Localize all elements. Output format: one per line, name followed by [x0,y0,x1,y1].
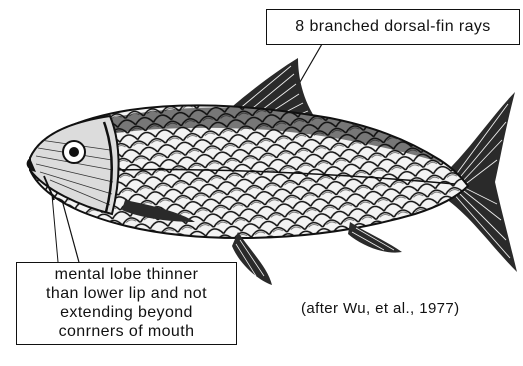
dorsal-fin-callout: 8 branched dorsal-fin rays [266,9,520,45]
mouth-callout-line-1: mental lobe thinner [17,265,236,284]
mouth-callout: mental lobe thinner than lower lip and n… [16,262,237,345]
anal-fin [348,222,402,253]
mouth-callout-line-3: extending beyond [17,303,236,322]
mouth-callout-line-b [52,195,58,262]
dorsal-callout-line [300,44,322,82]
fish-head [27,116,119,214]
mouth-callout-line-4: conrners of mouth [17,322,236,341]
pelvic-fin [232,232,272,285]
figure-credit: (after Wu, et al., 1977) [301,300,460,317]
mouth-callout-line-2: than lower lip and not [17,284,236,303]
